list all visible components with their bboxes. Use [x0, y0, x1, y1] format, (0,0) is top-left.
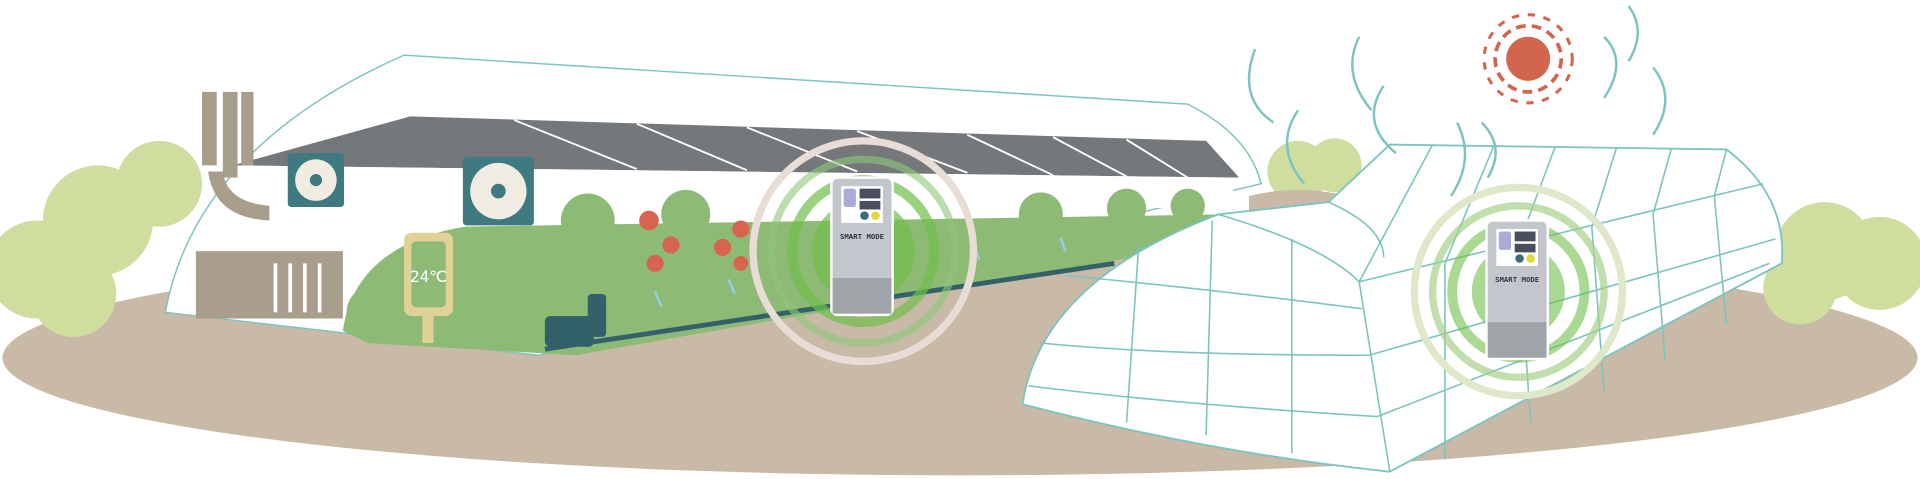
water-pump-icon	[544, 294, 607, 347]
fan-icon	[462, 156, 534, 226]
sun-icon	[1482, 13, 1574, 105]
controller-label: SMART MODE	[840, 232, 884, 241]
controller-icon: SMART MODE	[1485, 219, 1549, 361]
bushes-left	[0, 140, 203, 337]
flowers	[639, 210, 750, 272]
wind-icon	[1247, 5, 1667, 197]
thermometer-sign-icon: 24℃	[404, 232, 454, 344]
irrigation-pipe	[544, 260, 1115, 352]
greenhouse-frame	[1028, 144, 1776, 472]
controller-icon: SMART MODE	[830, 176, 894, 317]
bushes-right	[1267, 138, 1920, 325]
controller-label: SMART MODE	[1495, 275, 1539, 284]
temperature-readout: 24℃	[410, 267, 447, 286]
fan-icon	[287, 153, 345, 208]
heater-vents	[273, 263, 322, 313]
